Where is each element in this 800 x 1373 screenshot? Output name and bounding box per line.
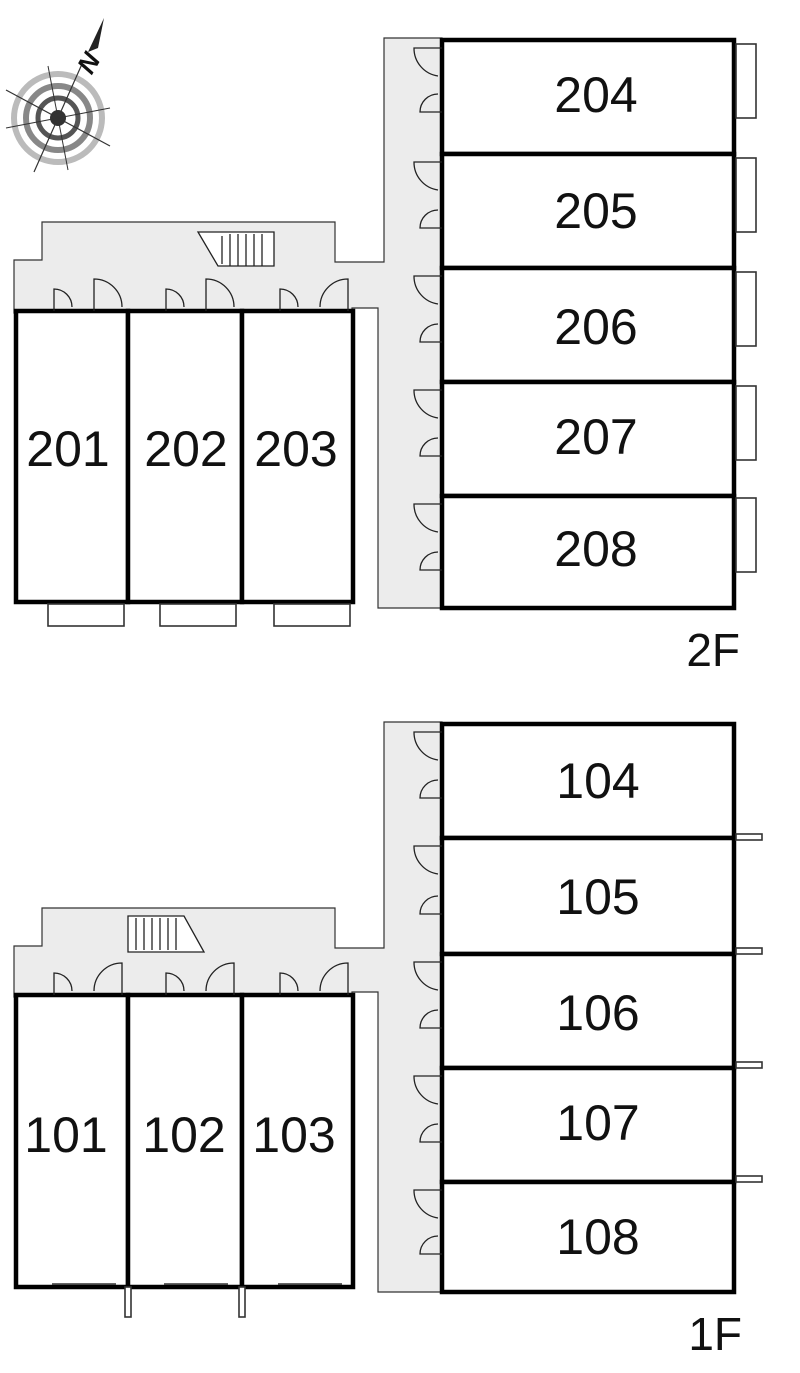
floor-label-2f: 2F [686, 624, 740, 676]
room-104 [439, 721, 737, 841]
room-107 [439, 1065, 737, 1185]
room-201 [13, 308, 131, 605]
room-106 [439, 951, 737, 1071]
floor-1f: 101 102 103 104 105 106 107 108 1F [13, 721, 763, 1360]
room-108 [439, 1179, 737, 1295]
unit-label-201: 201 [26, 421, 109, 477]
room-204 [439, 37, 737, 157]
unit-label-101: 101 [24, 1107, 107, 1163]
unit-label-208: 208 [554, 521, 637, 577]
unit-label-206: 206 [554, 299, 637, 355]
doors-right-1f [413, 731, 442, 1255]
stairs-2f [196, 231, 275, 267]
unit-label-202: 202 [144, 421, 227, 477]
unit-label-205: 205 [554, 183, 637, 239]
unit-label-104: 104 [556, 753, 639, 809]
doors-left-1f [53, 962, 349, 995]
balconies-left-2f [47, 603, 351, 627]
doors-right-2f [413, 47, 442, 571]
unit-label-103: 103 [252, 1107, 335, 1163]
room-103 [239, 992, 356, 1290]
unit-label-203: 203 [254, 421, 337, 477]
room-105 [439, 835, 737, 957]
partitions-right-1f [735, 833, 763, 1183]
room-207 [439, 379, 737, 499]
room-203 [239, 308, 356, 605]
unit-label-106: 106 [556, 985, 639, 1041]
room-202 [125, 308, 245, 605]
doors-left-2f [53, 278, 349, 311]
floor-2f: 201 202 203 204 205 206 207 208 2F [13, 37, 757, 676]
unit-label-105: 105 [556, 869, 639, 925]
compass-icon [5, 18, 111, 173]
unit-label-107: 107 [556, 1095, 639, 1151]
room-206 [439, 265, 737, 385]
stairs-1f [127, 915, 206, 953]
unit-label-204: 204 [554, 67, 637, 123]
unit-label-108: 108 [556, 1209, 639, 1265]
unit-label-207: 207 [554, 409, 637, 465]
balconies-right-2f [735, 43, 757, 573]
unit-label-102: 102 [142, 1107, 225, 1163]
room-208 [439, 493, 737, 611]
floor-label-1f: 1F [688, 1308, 742, 1360]
windows-left-1f [52, 1283, 342, 1318]
